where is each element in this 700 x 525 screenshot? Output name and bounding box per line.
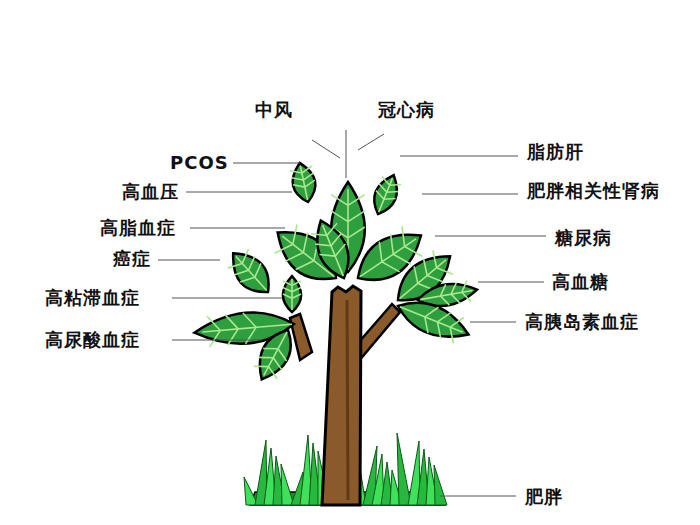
disease-label: PCOS: [170, 152, 229, 174]
leader-lines: [158, 130, 546, 496]
disease-label: 高粘滞血症: [45, 287, 140, 309]
disease-label: 糖尿病: [555, 227, 612, 249]
disease-label: 高血压: [122, 181, 179, 203]
disease-label: 冠心病: [378, 99, 435, 121]
disease-label: 肥胖: [525, 486, 563, 508]
disease-label: 高尿酸血症: [45, 329, 140, 351]
disease-label: 肥胖相关性肾病: [527, 180, 660, 202]
disease-label: 高脂血症: [100, 217, 176, 239]
trunk: [290, 286, 400, 505]
disease-label: 脂肪肝: [527, 141, 584, 163]
disease-label: 中风: [255, 99, 293, 121]
disease-label: 癌症: [113, 248, 151, 270]
disease-label: 高血糖: [552, 271, 609, 293]
disease-label: 高胰岛素血症: [525, 311, 639, 333]
